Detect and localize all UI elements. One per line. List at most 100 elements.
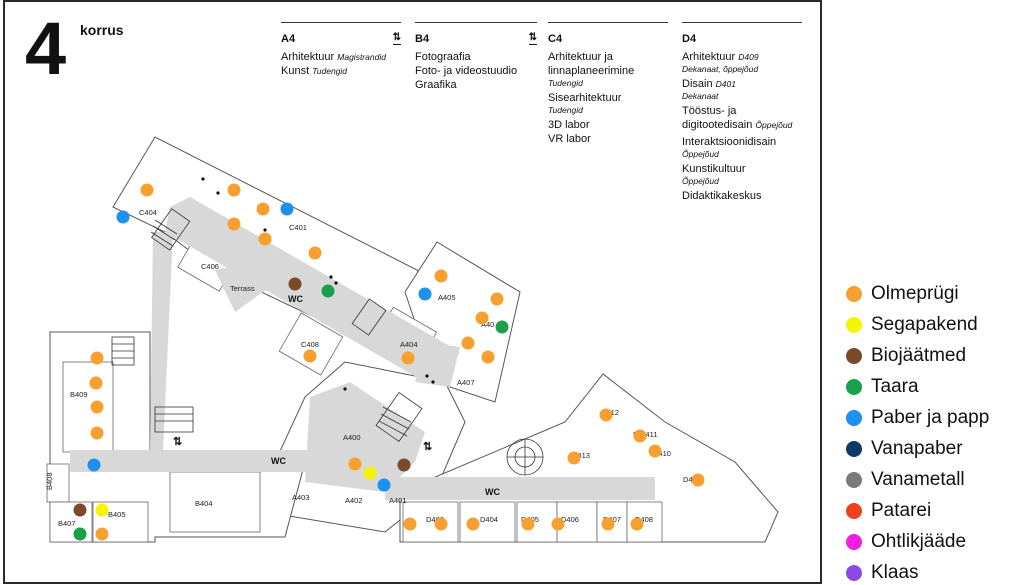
door-marker: [334, 281, 338, 285]
waste-bin-marker: [280, 202, 294, 216]
floor-plan: ⇅ ⇅ C404C401C406TerrassC408A405A404A40A4…: [45, 136, 779, 543]
legend-label: Vanametall: [871, 468, 965, 490]
waste-bin-marker: [633, 429, 647, 443]
waste-bin-marker: [308, 246, 322, 260]
room-label: D404: [480, 515, 498, 524]
staircase: [375, 392, 423, 442]
corridor: [215, 262, 270, 312]
legend-label: Taara: [871, 375, 919, 397]
corridor: [150, 232, 173, 452]
floor-map: 4 korrus A4 ⇅ Arhitektuur Magistrandid K…: [3, 0, 822, 584]
waste-bin-marker: [648, 444, 662, 458]
waste-bin-marker: [461, 336, 475, 350]
room-label: A40: [481, 320, 494, 329]
door-marker: [201, 177, 205, 181]
waste-bin-marker: [521, 517, 535, 531]
waste-bin-marker: [116, 210, 130, 224]
legend-swatch: [846, 564, 862, 581]
room-label: B404: [195, 499, 213, 508]
door-marker: [431, 380, 435, 384]
legend-swatch: [846, 378, 862, 395]
room-label: Terrass: [230, 284, 255, 293]
legend-item: Vanapaber: [846, 433, 989, 464]
elevator-icon: ⇅: [528, 32, 537, 45]
waste-bin-marker: [227, 183, 241, 197]
legend-label: Patarei: [871, 499, 932, 521]
waste-bin-marker: [321, 284, 335, 298]
waste-bin-marker: [87, 458, 101, 472]
waste-bin-marker: [377, 478, 391, 492]
waste-bin-marker: [140, 183, 154, 197]
room-label: B408: [45, 472, 54, 490]
room-label: A403: [292, 493, 310, 502]
corridor: [165, 197, 460, 382]
waste-bin-marker: [434, 269, 448, 283]
room-label: D4: [683, 475, 693, 484]
waste-bin-marker: [481, 350, 495, 364]
elevator-icon: ⇅: [392, 32, 401, 45]
legend-item: Taara: [846, 371, 989, 402]
waste-bin-marker: [630, 517, 644, 531]
legend-swatch: [846, 409, 862, 426]
room-label: C404: [139, 208, 157, 217]
wing-code: B4: [415, 33, 430, 45]
wing-d4: D4 Arhitektuur D409 Dekanaat, õppejõud D…: [682, 22, 802, 203]
waste-bin-marker: [490, 292, 504, 306]
wing-entry: Foto- ja videostuudio: [415, 65, 518, 77]
legend-item: Vanametall: [846, 464, 989, 495]
room-outline: [62, 361, 114, 453]
waste-bin-marker: [601, 517, 615, 531]
legend-swatch: [846, 471, 862, 488]
waste-bin-marker: [348, 457, 362, 471]
legend-swatch: [846, 316, 862, 333]
legend-label: Olmeprügi: [871, 282, 959, 304]
room-label: A400: [343, 433, 361, 442]
room-label: B409: [70, 390, 88, 399]
wing-c4: C4 Arhitektuur ja linnaplaneerimine Tude…: [548, 22, 668, 146]
room-label: B407: [58, 519, 76, 528]
legend-swatch: [846, 502, 862, 519]
legend-item: Segapakend: [846, 309, 989, 340]
wing-entry: Tööstus- ja digitootedisain Õppejõud: [682, 105, 793, 131]
legend-item: Olmeprügi: [846, 278, 989, 309]
staircase: [351, 298, 387, 336]
legend-label: Paber ja papp: [871, 406, 990, 428]
waste-bin-marker: [95, 527, 109, 541]
wing-entry: Arhitektuur Magistrandid: [281, 51, 386, 63]
waste-bin-marker: [303, 349, 317, 363]
wing-b4: B4 ⇅ Fotograafia Foto- ja videostuudio G…: [415, 22, 537, 92]
room-label: D413: [572, 451, 590, 460]
wing-entry: Fotograafia: [415, 51, 471, 63]
legend-label: Vanapaber: [871, 437, 963, 459]
legend-item: Paber ja papp: [846, 402, 989, 433]
legend-label: Biojäätmed: [871, 344, 967, 366]
wing-entry: Disain D401 Dekanaat: [682, 78, 736, 101]
legend-item: Klaas: [846, 557, 989, 585]
waste-bin-marker: [256, 202, 270, 216]
wing-a4: A4 ⇅ Arhitektuur Magistrandid Kunst Tude…: [281, 22, 401, 78]
room-label: A404: [400, 340, 418, 349]
waste-bin-marker: [466, 517, 480, 531]
wing-entry: Sisearhitektuur Tudengid: [548, 92, 622, 115]
floor-number: 4: [25, 7, 67, 90]
door-marker: [329, 275, 333, 279]
waste-bin-marker: [90, 400, 104, 414]
waste-bin-marker: [90, 351, 104, 365]
wing-code: A4: [281, 33, 296, 45]
room-label: B405: [108, 510, 126, 519]
elevator-icon: ⇅: [173, 436, 182, 448]
wing-entry: 3D labor: [548, 119, 590, 131]
wc-label: WC: [485, 487, 500, 497]
room-label: C406: [201, 262, 219, 271]
wing-entry: Interaktsioonidisain Õppejõud: [682, 136, 777, 159]
waste-bin-marker: [89, 376, 103, 390]
door-marker: [425, 374, 429, 378]
wing-entry: Graafika: [415, 79, 457, 91]
waste-bin-marker: [691, 473, 705, 487]
waste-bin-marker: [90, 426, 104, 440]
legend-label: Segapakend: [871, 313, 978, 335]
corridor: [305, 382, 425, 492]
legend-swatch: [846, 285, 862, 302]
room-label: D402: [426, 515, 444, 524]
